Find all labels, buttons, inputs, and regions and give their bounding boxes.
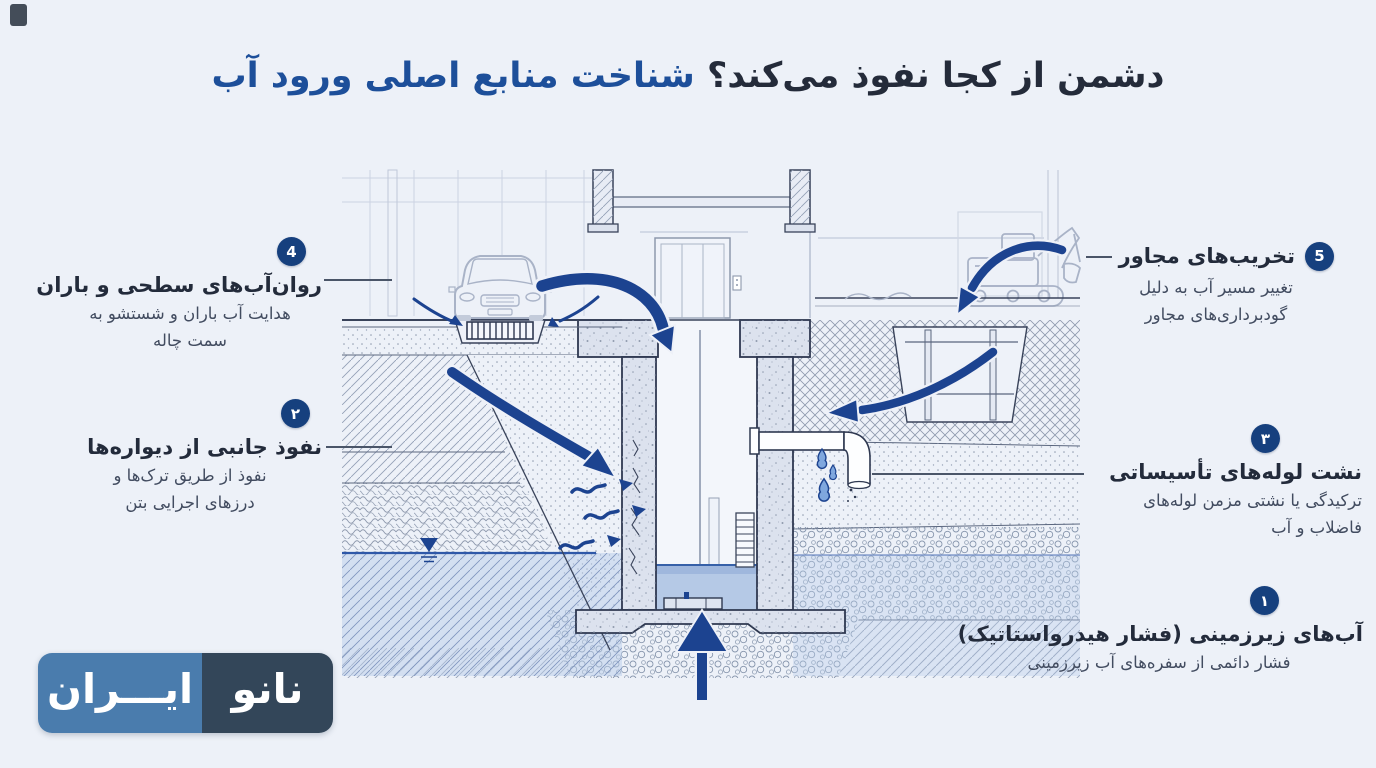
excavator-icon — [962, 226, 1082, 307]
wall-cracks — [628, 439, 641, 575]
callout-desc: تغییر مسیر آب به دلیل گودبرداری‌های مجاو… — [1098, 274, 1334, 328]
desc-line: سمت چاله — [153, 331, 227, 350]
callout-title: روان‌آب‌های سطحی و باران — [36, 273, 322, 297]
groundwater-table — [342, 551, 1080, 676]
logo-segment-iran: ایـــران — [38, 653, 202, 733]
desc-line: درزهای اجرایی بتن — [125, 493, 255, 512]
connector-demolition — [1086, 256, 1112, 258]
callout-lateral-infiltration: ۲ نفوذ جانبی از دیواره‌ها نفوذ از طریق ت… — [58, 399, 322, 516]
callout-desc: ترکیدگی یا نشتی مزمن لوله‌های فاضلاب و آ… — [1087, 487, 1362, 541]
callout-desc: هدایت آب باران و شستشو به سمت چاله — [58, 300, 322, 354]
page-title: دشمن از کجا نفوذ می‌کند؟ شناخت منابع اصل… — [0, 56, 1376, 96]
logo-segment-nano: نانو — [202, 653, 333, 733]
callout-groundwater: ۱ آب‌های زیرزمینی (فشار هیدرواستاتیک) فش… — [955, 586, 1363, 676]
garage-interior — [342, 169, 592, 317]
callout-pipe-leaks: ۳ نشت لوله‌های تأسیساتی ترکیدگی یا نشتی … — [1087, 424, 1362, 541]
badge-4: 4 — [277, 237, 306, 266]
callout-title: نشت لوله‌های تأسیساتی — [1109, 460, 1362, 484]
desc-line: ترکیدگی یا نشتی مزمن لوله‌های — [1143, 491, 1362, 510]
connector-pipes — [872, 473, 1084, 475]
callout-desc: فشار دائمی از سفره‌های آب زیرزمینی — [1027, 653, 1291, 672]
desc-line: نفوذ از طریق ترک‌ها و — [113, 466, 267, 485]
callout-title: تخریب‌های مجاور — [1118, 244, 1295, 268]
desc-line: فاضلاب و آب — [1271, 518, 1362, 537]
connector-runoff — [324, 279, 392, 281]
car-icon — [448, 255, 552, 321]
callout-desc: نفوذ از طریق ترک‌ها و درزهای اجرایی بتن — [58, 462, 322, 516]
connector-lateral — [326, 446, 392, 448]
infiltration-arrows — [412, 239, 1069, 700]
badge-2: ۲ — [281, 399, 310, 428]
leaking-pipe-icon — [749, 427, 871, 502]
brand-logo: ایـــران نانو — [38, 653, 333, 733]
water-droplets-icon — [816, 447, 857, 502]
desc-line: هدایت آب باران و شستشو به — [89, 304, 291, 323]
badge-3: ۳ — [1251, 424, 1280, 453]
badge-1: ۱ — [1250, 586, 1279, 615]
callout-title: آب‌های زیرزمینی (فشار هیدرواستاتیک) — [957, 622, 1363, 646]
badge-5: 5 — [1305, 241, 1334, 271]
title-highlight: شناخت منابع اصلی ورود آب — [211, 56, 696, 96]
desc-line: تغییر مسیر آب به دلیل — [1139, 278, 1293, 297]
desc-line: گودبرداری‌های مجاور — [1144, 305, 1288, 324]
water-table-symbol — [420, 538, 438, 563]
corner-artifact — [10, 4, 27, 26]
callout-adjacent-demolition: تخریب‌های مجاور 5 تغییر مسیر آب به دلیل … — [1098, 241, 1334, 328]
cross-section-diagram — [342, 169, 1082, 700]
callout-surface-runoff: 4 روان‌آب‌های سطحی و باران هدایت آب بارا… — [36, 237, 322, 354]
elevator-door — [587, 169, 816, 319]
floor-drain-icon — [454, 319, 546, 344]
street-surface — [815, 292, 1080, 307]
title-question: دشمن از کجا نفوذ می‌کند؟ — [707, 56, 1165, 96]
callout-title: نفوذ جانبی از دیواره‌ها — [87, 435, 322, 459]
